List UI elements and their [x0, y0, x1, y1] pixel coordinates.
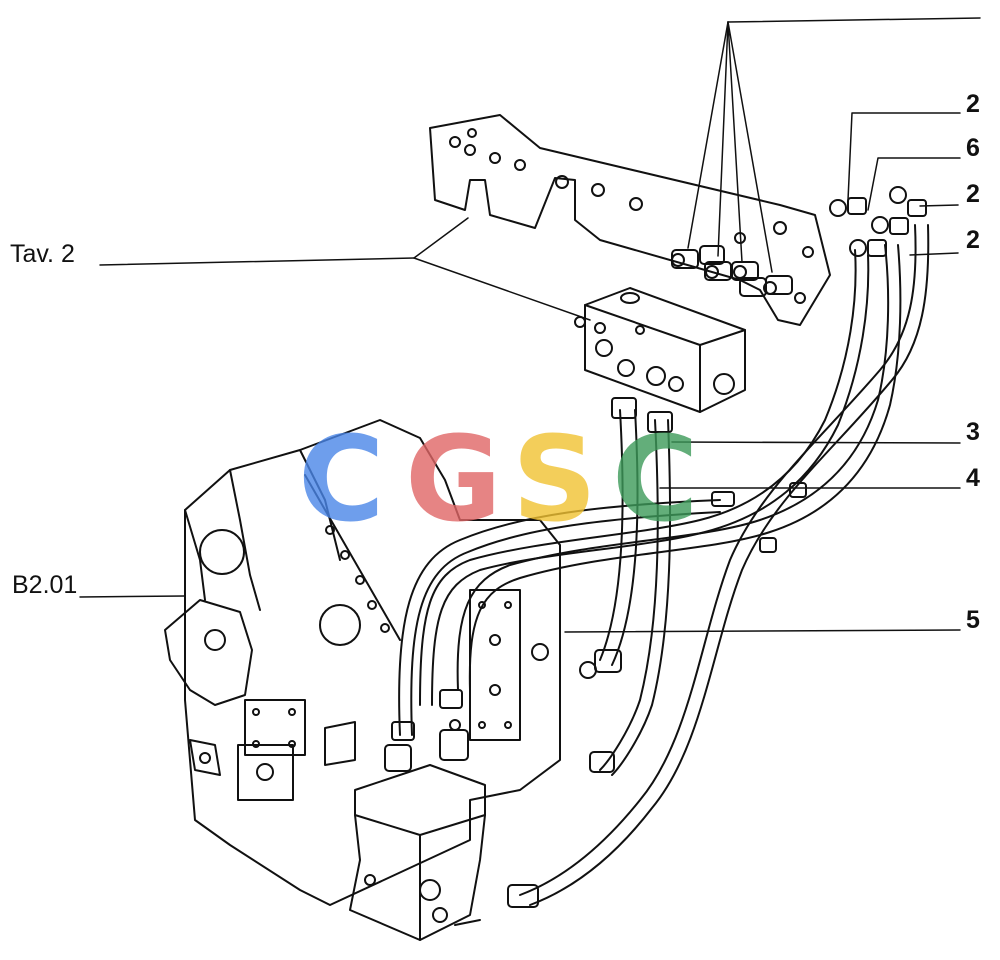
- hose-fittings: [391, 186, 927, 908]
- watermark-letter-2: G: [405, 410, 502, 548]
- callout-tav-2: Tav. 2: [10, 240, 75, 268]
- callout-2-low: 2: [966, 226, 980, 254]
- watermark-letter-4: C: [612, 410, 699, 548]
- callout-3: 3: [966, 418, 980, 446]
- callout-4: 4: [966, 464, 980, 492]
- valve-block: [574, 287, 746, 413]
- callout-2-top: 2: [966, 90, 980, 118]
- callout-2-mid: 2: [966, 180, 980, 208]
- leader-lines: [79, 17, 981, 633]
- transmission-housing: [164, 419, 597, 906]
- watermark-letter-1: C: [298, 410, 385, 548]
- callout-6: 6: [966, 134, 980, 162]
- hoses: [398, 224, 930, 906]
- callout-b2-01: B2.01: [12, 571, 78, 599]
- callout-5: 5: [966, 606, 980, 634]
- control-valve: [349, 719, 486, 941]
- watermark-letter-3: S: [512, 410, 597, 548]
- bracket-fittings: [671, 245, 793, 297]
- mounting-bracket: [429, 114, 831, 326]
